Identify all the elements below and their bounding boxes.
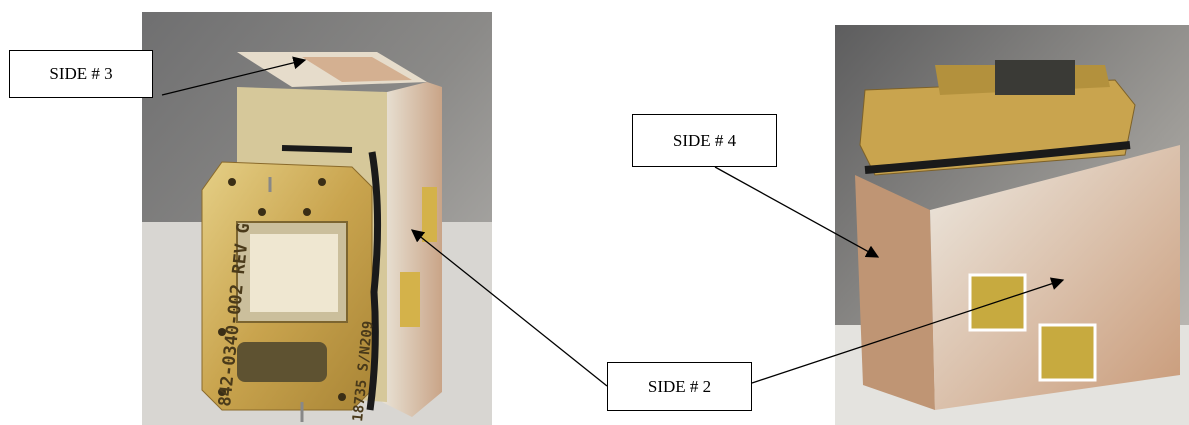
label-side-4: SIDE # 4: [632, 114, 777, 167]
arrow-side2-right: [751, 277, 1065, 384]
label-side-2-text: SIDE # 2: [647, 376, 712, 396]
photo-left-assembly: 842-0340-002 REV G 18735 S/N209: [142, 12, 492, 425]
arrow-side2-left: [410, 229, 608, 387]
label-side-3-text: SIDE # 3: [49, 64, 113, 83]
label-side-4-text: SIDE # 4: [672, 130, 737, 150]
label-side-2: SIDE # 2: [607, 362, 752, 411]
photo-right-assembly: [835, 25, 1189, 425]
arrow-side3: [161, 56, 307, 96]
arrow-side4: [714, 166, 880, 258]
label-side-3: SIDE # 3: [9, 50, 153, 98]
